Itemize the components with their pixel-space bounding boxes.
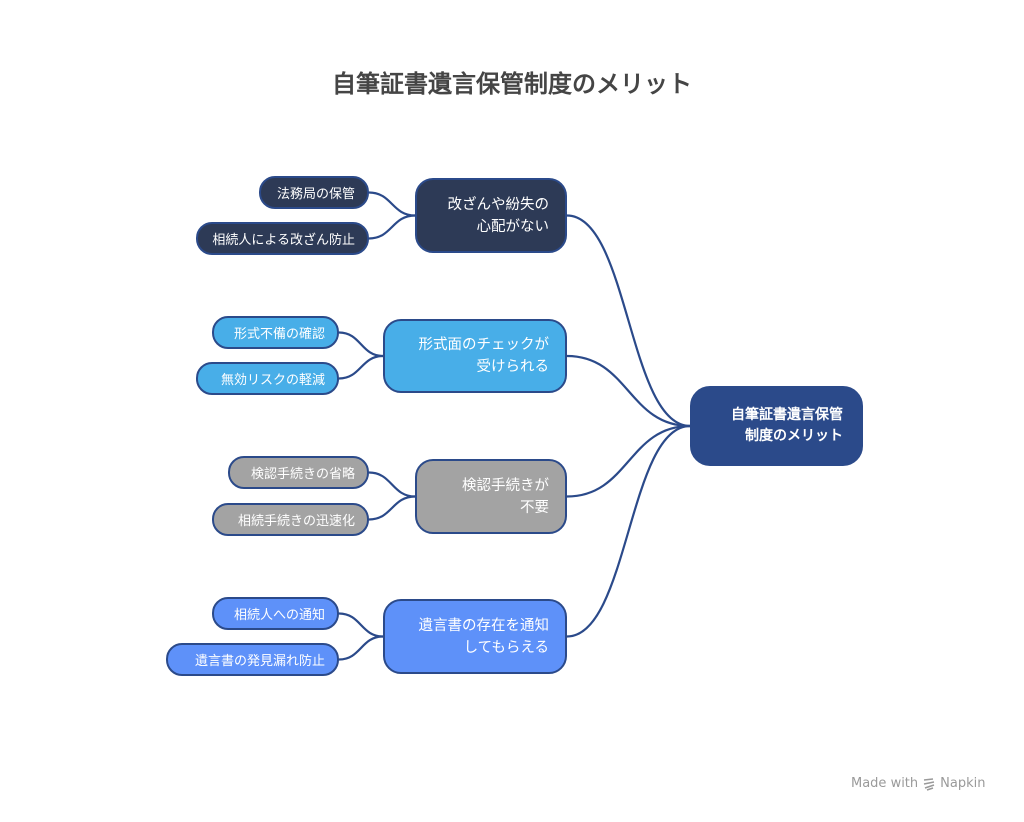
leaf-node[interactable]: 検認手続きの省略 xyxy=(228,456,369,489)
leaf-node[interactable]: 無効リスクの軽減 xyxy=(196,362,339,395)
leaf-node-label: 無効リスクの軽減 xyxy=(220,373,325,388)
napkin-logo-icon xyxy=(923,777,935,791)
root-branch-connector xyxy=(566,214,691,428)
leaf-node[interactable]: 法務局の保管 xyxy=(259,176,369,209)
leaf-node-label: 相続手続きの迅速化 xyxy=(237,514,355,529)
root-node[interactable]: 自筆証書遺言保管 制度のメリット xyxy=(690,386,863,466)
root-branch-connector xyxy=(566,424,691,498)
branch-node-label: 検認手続きが 不要 xyxy=(462,477,549,516)
napkin-watermark: Made with Napkin xyxy=(851,776,985,791)
leaf-node-label: 検認手続きの省略 xyxy=(250,467,355,482)
branch-node-label: 遺言書の存在を通知 してもらえる xyxy=(418,617,550,656)
branch-node-label: 形式面のチェックが 受けられる xyxy=(418,337,550,375)
leaf-node[interactable]: 相続手続きの迅速化 xyxy=(212,503,369,536)
branch-node[interactable]: 改ざんや紛失の 心配がない xyxy=(415,178,567,253)
leaf-node[interactable]: 形式不備の確認 xyxy=(212,316,339,349)
root-branch-connector xyxy=(566,424,691,638)
branch-leaf-connector xyxy=(338,635,384,661)
napkin-brand-text: Napkin xyxy=(940,776,986,791)
branch-leaf-connector xyxy=(368,191,416,217)
branch-leaf-connector xyxy=(338,331,384,358)
branch-node-label: 改ざんや紛失の 心配がない xyxy=(447,196,550,235)
root-node-label: 自筆証書遺言保管 制度のメリット xyxy=(731,407,843,444)
branch-node[interactable]: 遺言書の存在を通知 してもらえる xyxy=(383,599,567,674)
leaf-node-label: 相続人による改ざん防止 xyxy=(212,233,355,248)
leaf-node[interactable]: 相続人への通知 xyxy=(212,597,339,630)
branch-leaf-connector xyxy=(338,612,384,638)
leaf-node[interactable]: 相続人による改ざん防止 xyxy=(196,222,369,255)
branch-node[interactable]: 形式面のチェックが 受けられる xyxy=(383,319,567,393)
leaf-node[interactable]: 遺言書の発見漏れ防止 xyxy=(166,643,339,676)
branch-node[interactable]: 検認手続きが 不要 xyxy=(415,459,567,534)
leaf-node-label: 遺言書の発見漏れ防止 xyxy=(194,654,325,669)
root-branch-connector xyxy=(566,354,691,428)
made-with-text: Made with xyxy=(851,776,919,791)
diagram-title: 自筆証書遺言保管制度のメリット xyxy=(332,70,692,98)
leaf-node-label: 相続人への通知 xyxy=(233,608,325,623)
branch-leaf-connector xyxy=(368,214,416,240)
branch-leaf-connector xyxy=(338,354,384,380)
branch-leaf-connector xyxy=(368,495,416,521)
branch-leaf-connector xyxy=(368,471,416,498)
leaf-node-label: 法務局の保管 xyxy=(276,187,355,202)
leaf-node-label: 形式不備の確認 xyxy=(233,327,325,342)
